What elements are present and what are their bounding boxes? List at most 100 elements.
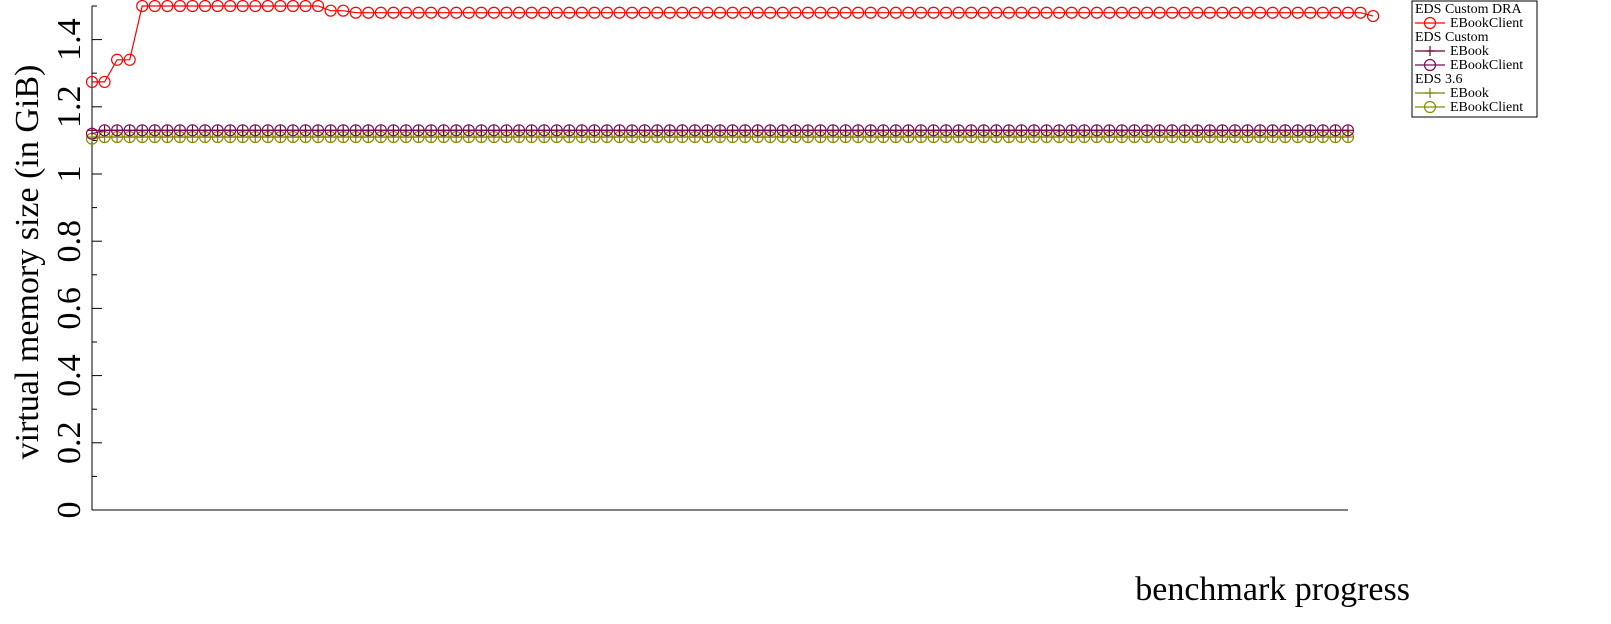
- data-point: [399, 6, 413, 19]
- data-point: [1090, 124, 1103, 137]
- data-point: [663, 6, 676, 19]
- y-tick-label: 0.2: [51, 422, 88, 465]
- series-line: [92, 5, 1374, 83]
- legend-entry-label: EBook: [1450, 44, 1489, 59]
- data-point: [801, 124, 815, 137]
- data-point: [399, 124, 413, 137]
- data-point: [224, 124, 237, 137]
- data-point: [186, 124, 199, 137]
- data-point: [864, 124, 877, 137]
- data-point: [412, 124, 425, 137]
- data-point: [814, 6, 827, 19]
- series-layer: [85, 0, 1380, 145]
- y-tick-label: 0.8: [51, 220, 88, 263]
- data-point: [965, 6, 978, 19]
- data-point: [625, 6, 639, 19]
- data-point: [839, 124, 852, 137]
- data-point: [425, 124, 438, 137]
- legend-group-title: EDS 3.6: [1415, 72, 1462, 87]
- y-axis-title: virtual memory size (in GiB): [9, 65, 46, 460]
- data-point: [349, 124, 362, 137]
- data-point: [1002, 124, 1015, 137]
- data-point: [236, 0, 249, 13]
- data-point: [1053, 124, 1066, 137]
- data-point: [600, 6, 614, 19]
- data-point: [1329, 124, 1342, 137]
- data-point: [676, 124, 689, 137]
- y-tick-label: 1.4: [51, 18, 88, 61]
- data-point: [525, 6, 538, 19]
- data-point: [148, 124, 161, 137]
- data-point: [676, 6, 689, 19]
- data-point: [600, 124, 614, 137]
- data-point: [939, 6, 953, 19]
- data-point: [211, 124, 224, 137]
- data-point: [1015, 124, 1028, 137]
- data-point: [575, 6, 588, 19]
- legend-swatch-marker: [1425, 88, 1435, 98]
- data-point: [877, 6, 890, 19]
- data-point: [85, 127, 99, 140]
- data-point: [98, 75, 111, 89]
- legend-entry-label: EBookClient: [1450, 100, 1523, 115]
- data-point: [286, 0, 300, 13]
- data-point: [688, 124, 701, 137]
- data-point: [286, 124, 300, 137]
- data-point: [224, 0, 237, 13]
- data-point: [864, 6, 877, 19]
- data-point: [1216, 124, 1229, 137]
- data-point: [324, 124, 337, 137]
- data-point: [1166, 6, 1179, 19]
- data-point: [261, 124, 274, 137]
- data-point: [299, 0, 312, 13]
- data-point: [437, 6, 450, 19]
- data-point: [1228, 6, 1242, 19]
- data-point: [337, 124, 350, 137]
- data-point: [701, 6, 714, 19]
- data-point: [663, 124, 676, 137]
- y-tick-label: 0.6: [51, 287, 88, 330]
- data-point: [274, 124, 287, 137]
- data-point: [500, 6, 513, 19]
- data-point: [877, 124, 890, 137]
- data-point: [487, 6, 501, 19]
- data-point: [1241, 124, 1254, 137]
- data-point: [826, 124, 840, 137]
- data-point: [688, 6, 701, 19]
- data-point: [563, 124, 576, 137]
- data-point: [1279, 6, 1292, 19]
- data-point: [462, 124, 475, 137]
- data-point: [387, 124, 400, 137]
- data-point: [651, 124, 664, 137]
- series-line: [91, 136, 1348, 140]
- data-point: [1140, 124, 1154, 137]
- legend-entry-label: EBook: [1450, 86, 1489, 101]
- data-point: [512, 124, 526, 137]
- data-point: [450, 6, 463, 19]
- data-point: [1090, 6, 1103, 19]
- data-point: [701, 124, 714, 137]
- data-point: [789, 124, 802, 137]
- data-point: [739, 124, 752, 137]
- data-point: [588, 124, 601, 137]
- data-point: [726, 124, 739, 137]
- data-point: [1153, 124, 1166, 137]
- data-point: [1128, 124, 1141, 137]
- data-point: [1191, 124, 1204, 137]
- data-point: [1002, 6, 1015, 19]
- data-point: [437, 124, 450, 137]
- data-point: [1027, 6, 1041, 19]
- data-point: [1304, 124, 1317, 137]
- data-point: [1027, 124, 1041, 137]
- y-tick-label: 1: [51, 166, 88, 183]
- data-point: [186, 0, 199, 13]
- data-point: [111, 124, 124, 137]
- data-point: [1266, 124, 1279, 137]
- data-point: [374, 6, 387, 19]
- data-point: [148, 0, 161, 13]
- data-point: [337, 4, 350, 17]
- legend-swatch-marker: [1425, 46, 1435, 56]
- data-point: [1291, 6, 1304, 19]
- legend-swatch-marker: [1423, 100, 1437, 114]
